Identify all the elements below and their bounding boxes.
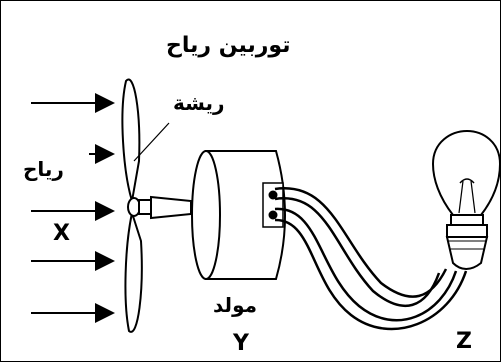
wires bbox=[274, 187, 468, 331]
blade-upper bbox=[121, 78, 141, 202]
label-z: Z bbox=[456, 329, 472, 354]
terminal-box bbox=[262, 182, 284, 228]
light-bulb bbox=[431, 129, 500, 270]
generator-label: مولد bbox=[213, 293, 257, 317]
diagram-title: توربين رياح bbox=[166, 33, 291, 58]
generator bbox=[191, 150, 286, 280]
wind-arrows bbox=[31, 93, 115, 323]
wind-label: رياح bbox=[23, 157, 64, 181]
blade-lower bbox=[124, 209, 143, 333]
blade-pointer-line bbox=[133, 122, 170, 162]
label-y: Y bbox=[233, 331, 249, 356]
blade-label: ريشة bbox=[173, 91, 225, 115]
shaft bbox=[138, 195, 198, 220]
label-x: X bbox=[53, 221, 70, 246]
